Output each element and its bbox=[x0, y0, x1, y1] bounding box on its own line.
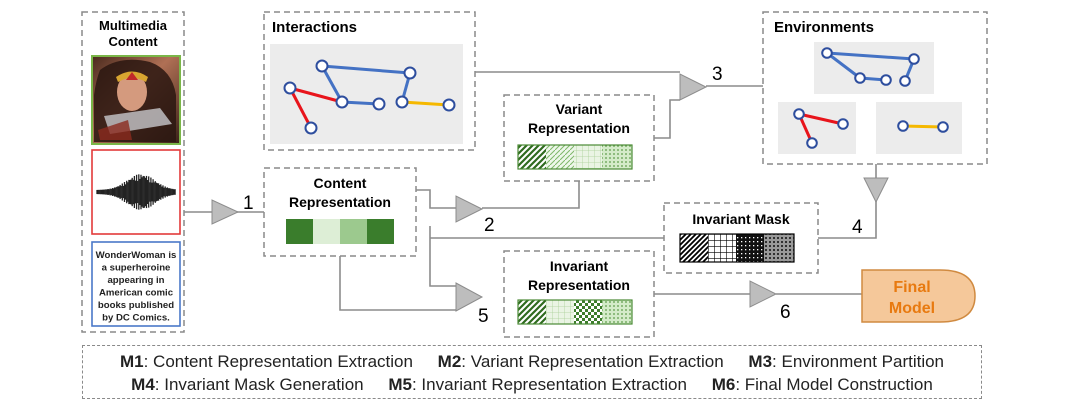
multimedia-title-line1: Multimedia bbox=[99, 18, 168, 33]
content-block bbox=[313, 219, 340, 244]
description-line: American comic bbox=[99, 288, 174, 299]
legend-item-m4: M4: Invariant Mask Generation bbox=[131, 375, 363, 394]
environment-graph-2 bbox=[793, 108, 849, 149]
legend-text: : Invariant Representation Extraction bbox=[411, 375, 687, 394]
description-line: appearing in bbox=[107, 275, 164, 286]
content-block bbox=[367, 219, 394, 244]
legend-text: : Content Representation Extraction bbox=[143, 352, 413, 371]
text-description-box bbox=[91, 241, 181, 327]
description-line: WonderWoman is bbox=[96, 250, 177, 261]
interactions-graph-panel bbox=[270, 44, 463, 144]
legend-code: M4 bbox=[131, 375, 155, 394]
invariant-mask-vector bbox=[679, 233, 795, 263]
final-model-line1: Final bbox=[893, 279, 930, 296]
legend-item-m5: M5: Invariant Representation Extraction bbox=[388, 375, 687, 394]
operator-2 bbox=[455, 195, 484, 223]
legend-code: M3 bbox=[748, 352, 773, 371]
content-block bbox=[340, 219, 367, 244]
module-legend: M1: Content Representation Extraction M2… bbox=[82, 345, 982, 399]
legend-text: : Final Model Construction bbox=[735, 375, 933, 394]
environment-graph-3 bbox=[897, 120, 949, 133]
legend-row-1: M1: Content Representation Extraction M2… bbox=[83, 352, 981, 372]
final-model: Final Model bbox=[861, 269, 976, 323]
environment-panel-1 bbox=[814, 42, 934, 94]
step-1: 1 bbox=[243, 193, 254, 214]
step-5: 5 bbox=[478, 306, 489, 327]
operator-3 bbox=[679, 73, 708, 101]
interactions-graph bbox=[283, 59, 456, 135]
invariant-title-line1: Invariant bbox=[550, 258, 609, 274]
multimedia-box bbox=[81, 11, 185, 333]
variant-representation-vector bbox=[517, 144, 633, 170]
legend-code: M5 bbox=[388, 375, 412, 394]
step-6: 6 bbox=[780, 302, 791, 323]
legend-code: M2 bbox=[437, 352, 462, 371]
invariant-mask-title: Invariant Mask bbox=[692, 211, 789, 227]
environments-title: Environments bbox=[774, 19, 874, 36]
description-line: books published bbox=[98, 300, 174, 311]
variant-title-line2: Representation bbox=[528, 120, 630, 136]
content-representation-vector bbox=[286, 219, 394, 244]
legend-item-m3: M3: Environment Partition bbox=[748, 352, 944, 371]
audio-waveform bbox=[91, 149, 181, 235]
final-model-line2: Model bbox=[889, 300, 935, 317]
operator-1 bbox=[211, 199, 240, 225]
legend-text: : Environment Partition bbox=[772, 352, 945, 371]
legend-item-m1: M1: Content Representation Extraction bbox=[120, 352, 413, 371]
variant-title-line1: Variant bbox=[556, 101, 603, 117]
legend-text: : Invariant Mask Generation bbox=[154, 375, 364, 394]
image-thumbnail bbox=[91, 55, 181, 145]
environments-box bbox=[762, 11, 988, 165]
description-line: by DC Comics. bbox=[102, 313, 170, 324]
legend-code: M1 bbox=[119, 352, 144, 371]
operator-6 bbox=[749, 280, 778, 308]
invariant-title-line2: Representation bbox=[528, 277, 630, 293]
environment-graph-1 bbox=[821, 47, 920, 87]
content-title-line2: Representation bbox=[289, 194, 391, 210]
operator-5 bbox=[455, 282, 484, 312]
legend-row-2: M4: Invariant Mask Generation M5: Invari… bbox=[83, 375, 981, 395]
interactions-title: Interactions bbox=[272, 19, 357, 36]
legend-item-m2: M2: Variant Representation Extraction bbox=[438, 352, 724, 371]
operator-triangles bbox=[211, 73, 889, 312]
content-block bbox=[286, 219, 313, 244]
description-line: a superheroine bbox=[102, 263, 171, 274]
step-2: 2 bbox=[484, 215, 495, 236]
legend-code: M6 bbox=[711, 375, 736, 394]
step-4: 4 bbox=[852, 217, 863, 238]
legend-text: : Variant Representation Extraction bbox=[461, 352, 724, 371]
environment-panel-3 bbox=[876, 102, 962, 154]
legend-item-m6: M6: Final Model Construction bbox=[712, 375, 933, 394]
invariant-representation-vector bbox=[517, 299, 633, 325]
interactions-box bbox=[263, 11, 476, 151]
connector-lines bbox=[184, 71, 877, 311]
step-3: 3 bbox=[712, 64, 723, 85]
multimedia-title-line2: Content bbox=[108, 34, 158, 49]
content-title-line1: Content bbox=[314, 175, 367, 191]
operator-4 bbox=[863, 177, 889, 204]
